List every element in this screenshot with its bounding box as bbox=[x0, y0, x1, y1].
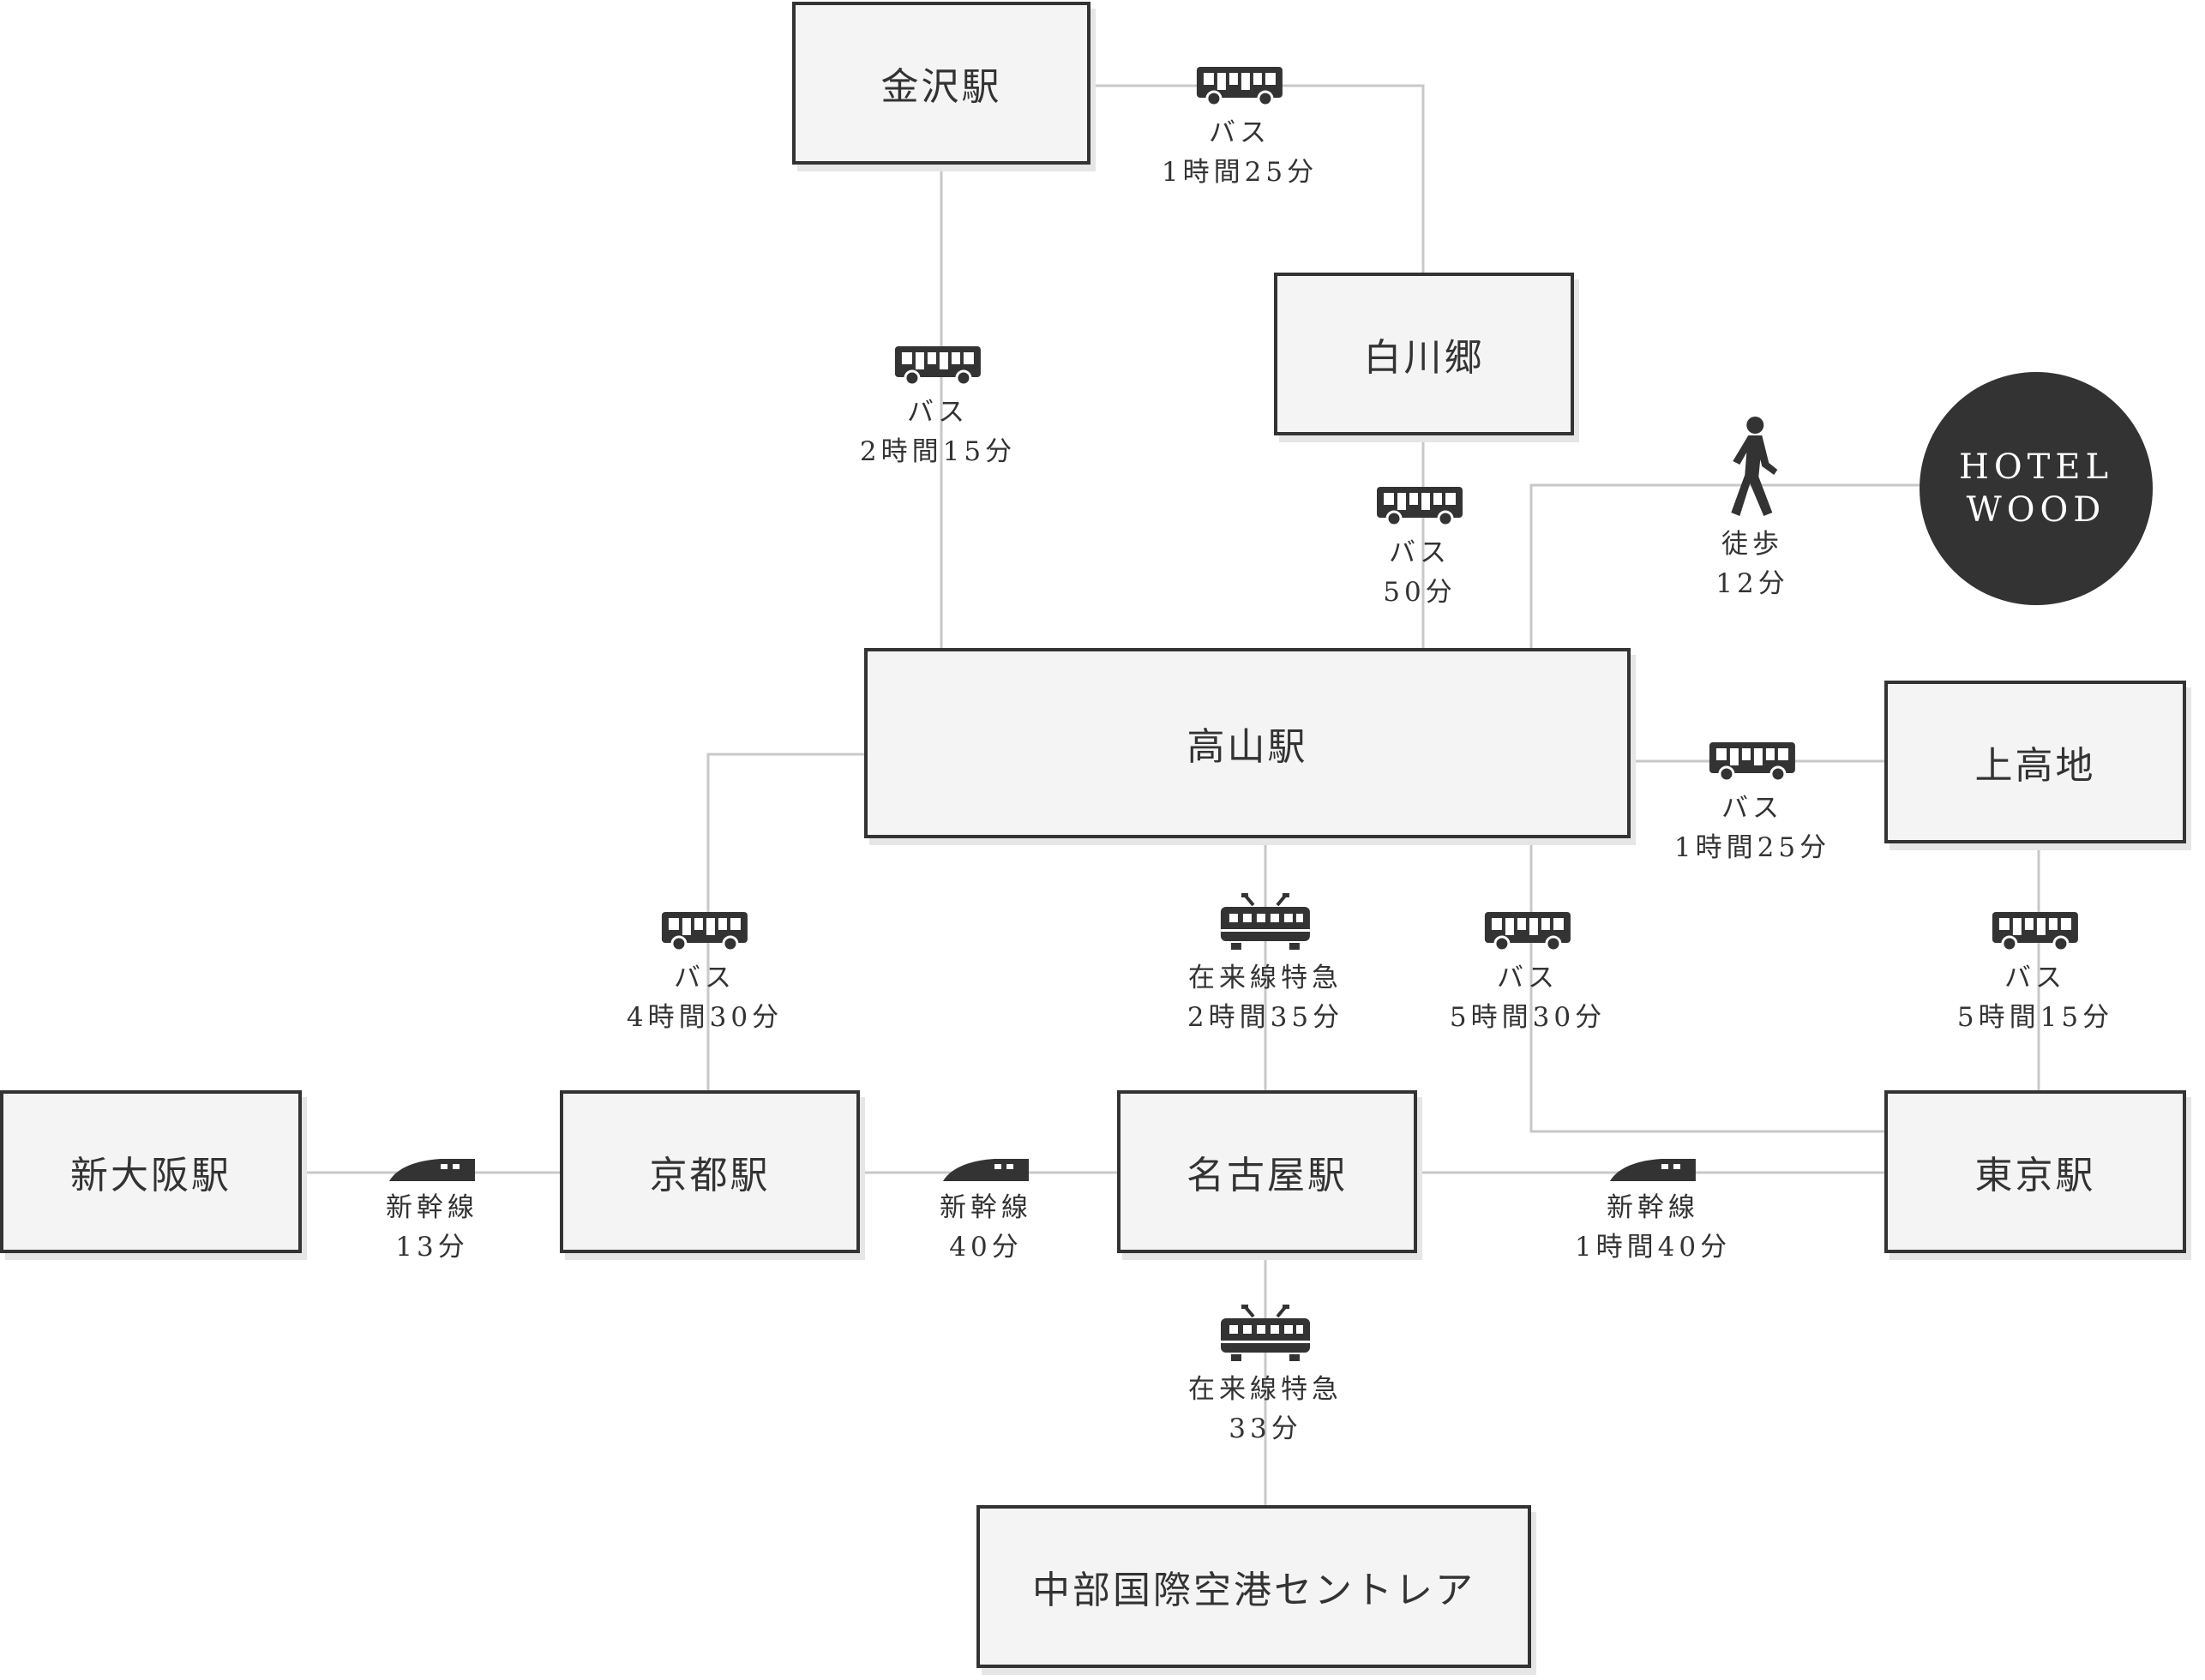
connection-mode: 新幹線 bbox=[1606, 1192, 1699, 1223]
connection-time: 5時間15分 bbox=[1956, 1002, 2114, 1033]
station-kamikochi: 上高地 bbox=[1884, 681, 2186, 843]
connection-time: 2時間15分 bbox=[859, 436, 1017, 467]
connection-shin-osaka-kyoto: 新幹線 13分 bbox=[386, 1157, 478, 1267]
connection-takayama-hotel: 徒歩 12分 bbox=[1715, 417, 1788, 603]
station-label: 新大阪駅 bbox=[70, 1154, 231, 1197]
station-label: 京都駅 bbox=[649, 1154, 771, 1197]
bus-icon bbox=[1377, 487, 1463, 527]
bus-icon bbox=[894, 346, 981, 387]
station-tokyo: 東京駅 bbox=[1884, 1090, 2186, 1253]
hotel-wood-badge: HOTEL WOOD bbox=[1920, 372, 2153, 605]
station-label: 東京駅 bbox=[1974, 1154, 2096, 1197]
connection-mode: バス bbox=[673, 963, 736, 993]
connection-mode: 徒歩 bbox=[1721, 529, 1783, 560]
station-shin-osaka: 新大阪駅 bbox=[0, 1090, 302, 1253]
station-kanazawa: 金沢駅 bbox=[792, 2, 1090, 165]
bus-icon bbox=[1196, 67, 1283, 107]
station-nagoya: 名古屋駅 bbox=[1117, 1090, 1417, 1253]
hotel-name-line2: WOOD bbox=[1966, 490, 2106, 530]
connection-kanazawa-takayama: バス 2時間15分 bbox=[860, 345, 1016, 471]
connection-mode: バス bbox=[1389, 537, 1451, 568]
connection-time: 1時間40分 bbox=[1574, 1232, 1732, 1263]
bus-icon bbox=[1484, 912, 1571, 952]
connection-mode: 在来線特急 bbox=[1187, 963, 1343, 993]
connection-nagoya-centrair: 在来線特急 33分 bbox=[1188, 1305, 1343, 1449]
connection-kamikochi-tokyo: バス 5時間15分 bbox=[1957, 910, 2113, 1037]
connection-time: 50分 bbox=[1383, 577, 1457, 608]
connection-takayama-nagoya: 在来線特急 2時間35分 bbox=[1187, 893, 1343, 1037]
connection-takayama-kamikochi: バス 1時間25分 bbox=[1674, 741, 1830, 867]
station-label: 金沢駅 bbox=[880, 65, 1002, 109]
connection-time: 1時間25分 bbox=[1673, 832, 1831, 863]
station-label: 中部国際空港セントレア bbox=[1032, 1569, 1475, 1612]
connection-time: 1時間25分 bbox=[1161, 157, 1319, 188]
connection-mode: バス bbox=[2004, 963, 2066, 993]
station-takayama: 高山駅 bbox=[864, 648, 1631, 838]
connection-nagoya-tokyo: 新幹線 1時間40分 bbox=[1575, 1157, 1731, 1267]
shinkansen-icon bbox=[1609, 1159, 1696, 1181]
walking-person-icon bbox=[1730, 417, 1777, 516]
bus-icon bbox=[1992, 912, 2078, 952]
connection-mode: バス bbox=[1496, 963, 1559, 993]
connection-time: 2時間35分 bbox=[1187, 1002, 1344, 1033]
connection-mode: 在来線特急 bbox=[1188, 1374, 1343, 1405]
connection-kyoto-nagoya: 新幹線 40分 bbox=[940, 1157, 1032, 1267]
connection-time: 13分 bbox=[395, 1232, 469, 1263]
bus-icon bbox=[1709, 742, 1795, 783]
station-label: 白川郷 bbox=[1363, 336, 1485, 380]
station-kyoto: 京都駅 bbox=[560, 1090, 860, 1253]
shinkansen-icon bbox=[943, 1159, 1029, 1181]
connection-time: 5時間30分 bbox=[1449, 1002, 1607, 1033]
station-label: 高山駅 bbox=[1187, 725, 1308, 769]
connection-time: 4時間30分 bbox=[626, 1002, 784, 1033]
train-icon bbox=[1221, 1305, 1310, 1361]
station-shirakawago: 白川郷 bbox=[1274, 273, 1574, 435]
connection-takayama-kyoto: バス 4時間30分 bbox=[627, 910, 783, 1037]
connection-kanazawa-shirakawago: バス 1時間25分 bbox=[1162, 65, 1318, 192]
connection-takayama-tokyo: バス 5時間30分 bbox=[1450, 910, 1606, 1037]
connection-shirakawago-takayama: バス 50分 bbox=[1375, 485, 1464, 612]
connection-mode: バス bbox=[1721, 793, 1783, 824]
station-label: 上高地 bbox=[1974, 744, 2096, 788]
connection-mode: バス bbox=[1208, 117, 1271, 148]
connection-time: 12分 bbox=[1715, 568, 1789, 599]
connection-mode: バス bbox=[906, 397, 969, 428]
line-takayama-hotel bbox=[1529, 483, 1920, 648]
connection-mode: 新幹線 bbox=[940, 1192, 1032, 1223]
station-label: 名古屋駅 bbox=[1187, 1154, 1348, 1197]
station-centrair: 中部国際空港セントレア bbox=[976, 1505, 1531, 1668]
shinkansen-icon bbox=[389, 1159, 475, 1181]
connection-time: 33分 bbox=[1229, 1413, 1302, 1444]
connection-mode: 新幹線 bbox=[386, 1192, 478, 1223]
hotel-name-line1: HOTEL bbox=[1958, 447, 2114, 487]
bus-icon bbox=[661, 912, 748, 952]
train-icon bbox=[1220, 893, 1310, 950]
connection-time: 40分 bbox=[949, 1232, 1023, 1263]
line-takayama-kyoto bbox=[706, 753, 864, 1090]
